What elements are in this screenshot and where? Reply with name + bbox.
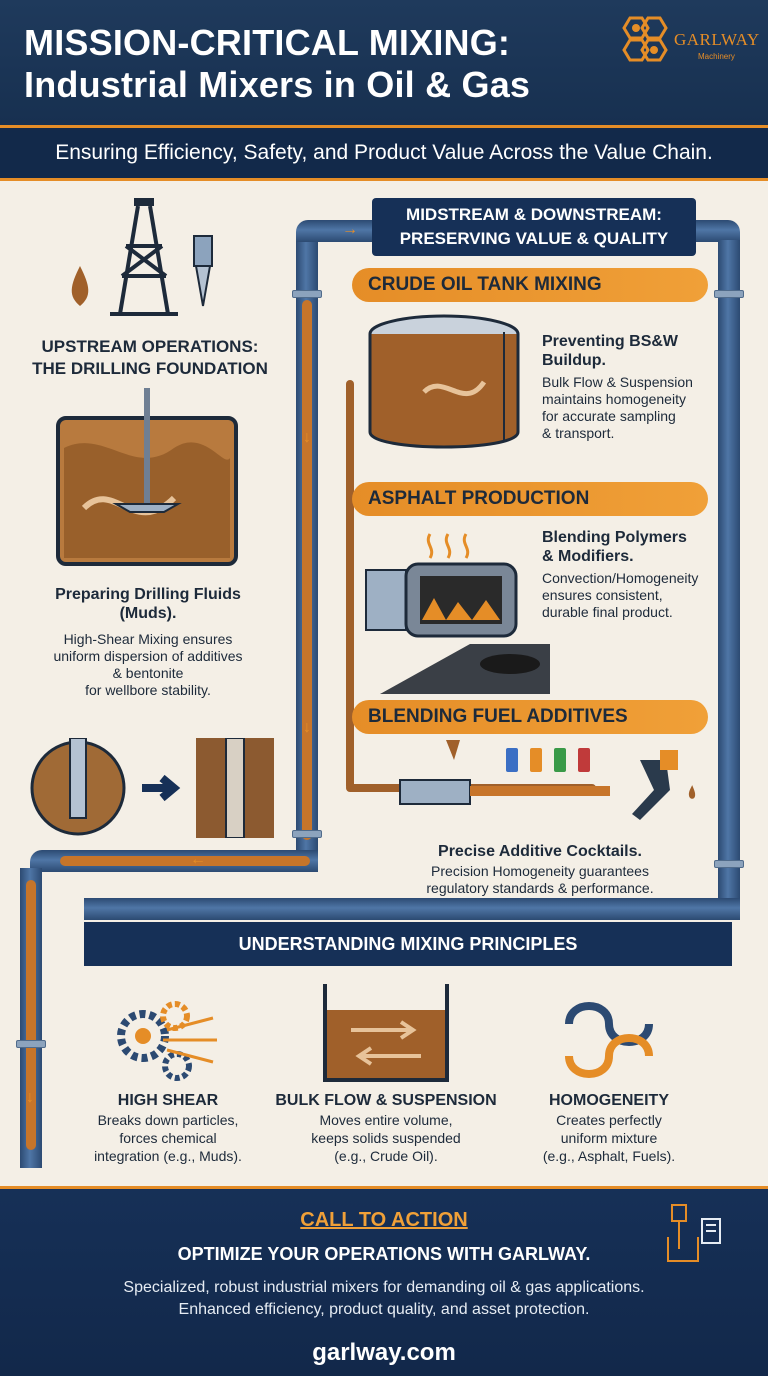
hexagon-gears-icon bbox=[622, 16, 668, 62]
block-text: uniform dispersion of additives bbox=[53, 648, 243, 664]
block-text: maintains homogeneity bbox=[542, 391, 686, 407]
fuel-additives-block: Precise Additive Cocktails. Precision Ho… bbox=[370, 842, 710, 897]
cta-body: Specialized, robust industrial mixers fo… bbox=[0, 1277, 768, 1321]
asphalt-drum-icon bbox=[365, 533, 550, 694]
pipe-joint bbox=[16, 1040, 46, 1048]
cta-title: CALL TO ACTION bbox=[300, 1209, 468, 1231]
page-title: MISSION-CRITICAL MIXING: Industrial Mixe… bbox=[24, 22, 604, 106]
block-text: & bentonite bbox=[112, 665, 184, 681]
block-text: Precision Homogeneity guarantees bbox=[431, 863, 649, 879]
pipe-right bbox=[718, 240, 740, 900]
oil-line-internal bbox=[346, 380, 354, 790]
bulk-flow-tank-icon bbox=[323, 984, 449, 1082]
principle-text: Moves entire volume, bbox=[319, 1112, 453, 1128]
block-text: regulatory standards & performance. bbox=[426, 880, 654, 896]
pipe-top-right bbox=[696, 220, 740, 242]
title-line-1: MISSION-CRITICAL MIXING: bbox=[24, 22, 511, 63]
block-text: Bulk Flow & Suspension bbox=[542, 374, 693, 390]
website-link[interactable]: garlway.com bbox=[312, 1339, 456, 1366]
header: MISSION-CRITICAL MIXING: Industrial Mixe… bbox=[0, 0, 768, 125]
block-title: Buildup. bbox=[542, 352, 606, 369]
block-text: for wellbore stability. bbox=[85, 682, 211, 698]
crude-oil-bar: CRUDE OIL TANK MIXING bbox=[352, 268, 708, 302]
drilling-rig-icon bbox=[71, 198, 213, 316]
pipe-joint bbox=[714, 290, 744, 298]
midstream-header-line-1: MIDSTREAM & DOWNSTREAM: bbox=[406, 205, 662, 224]
pipe-joint bbox=[292, 830, 322, 838]
block-title: Blending Polymers bbox=[542, 529, 687, 546]
principle-text: keeps solids suspended bbox=[311, 1130, 461, 1146]
principle-text: (e.g., Asphalt, Fuels). bbox=[542, 1148, 676, 1164]
fuel-nozzle-icon bbox=[399, 740, 696, 820]
block-text: ensures consistent, bbox=[542, 587, 663, 603]
block-text: durable final product. bbox=[542, 604, 673, 620]
arrow-down-icon: ↓ bbox=[26, 1089, 34, 1106]
logo: GARLWAY Machinery bbox=[614, 14, 759, 72]
crude-oil-block: Preventing BS&W Buildup. Bulk Flow & Sus… bbox=[542, 332, 722, 442]
principle-homogeneity: HOMOGENEITY Creates perfectly uniform mi… bbox=[514, 994, 704, 1165]
block-title: Preparing Drilling Fluids bbox=[55, 586, 241, 603]
block-text: Convection/Homogeneity bbox=[542, 570, 699, 586]
upstream-title: UPSTREAM OPERATIONS: THE DRILLING FOUNDA… bbox=[0, 336, 300, 380]
homogeneity-swirl-icon bbox=[565, 1002, 653, 1078]
cta-subtitle: OPTIMIZE YOUR OPERATIONS WITH GARLWAY. bbox=[177, 1244, 591, 1264]
principle-high-shear: HIGH SHEAR Breaks down particles, forces… bbox=[62, 1000, 274, 1165]
principle-text: (e.g., Crude Oil). bbox=[334, 1148, 438, 1164]
block-title: Preventing BS&W bbox=[542, 333, 679, 350]
arrow-right-icon: → bbox=[342, 221, 358, 238]
principle-bulk-flow: BULK FLOW & SUSPENSION Moves entire volu… bbox=[262, 980, 510, 1165]
subtitle-banner: Ensuring Efficiency, Safety, and Product… bbox=[0, 125, 768, 181]
storage-tank-icon bbox=[368, 314, 520, 449]
title-line-2: Industrial Mixers in Oil & Gas bbox=[24, 64, 531, 105]
principle-text: integration (e.g., Muds). bbox=[94, 1148, 242, 1164]
principle-title: HOMOGENEITY bbox=[548, 1092, 669, 1109]
principle-text: Creates perfectly bbox=[556, 1112, 662, 1128]
block-title: Precise Additive Cocktails. bbox=[438, 843, 642, 860]
principle-title: HIGH SHEAR bbox=[117, 1092, 219, 1109]
midstream-header: MIDSTREAM & DOWNSTREAM: PRESERVING VALUE… bbox=[372, 198, 696, 256]
principle-text: uniform mixture bbox=[560, 1130, 658, 1146]
fuel-additives-bar: BLENDING FUEL ADDITIVES bbox=[352, 700, 708, 734]
block-text: High-Shear Mixing ensures bbox=[63, 631, 233, 647]
arrow-down-icon: ↓ bbox=[303, 719, 311, 736]
principle-text: forces chemical bbox=[119, 1130, 217, 1146]
block-title: & Modifiers. bbox=[542, 548, 634, 565]
upstream-title-line-2: THE DRILLING FOUNDATION bbox=[32, 359, 268, 378]
logo-text: GARLWAY bbox=[674, 30, 760, 49]
midstream-header-line-2: PRESERVING VALUE & QUALITY bbox=[399, 229, 669, 248]
principles-bar: UNDERSTANDING MIXING PRINCIPLES bbox=[84, 922, 732, 966]
mixer-machine-icon bbox=[667, 1204, 721, 1262]
cta-body-line-2: Enhanced efficiency, product quality, an… bbox=[178, 1301, 590, 1318]
block-text: for accurate sampling bbox=[542, 408, 676, 424]
pipe-joint bbox=[292, 290, 322, 298]
cta-body-line-1: Specialized, robust industrial mixers fo… bbox=[123, 1279, 645, 1296]
asphalt-block: Blending Polymers & Modifiers. Convectio… bbox=[542, 528, 732, 621]
footer-cta: CALL TO ACTION OPTIMIZE YOUR OPERATIONS … bbox=[0, 1186, 768, 1376]
upstream-title-line-1: UPSTREAM OPERATIONS: bbox=[41, 337, 259, 356]
block-text: & transport. bbox=[542, 425, 615, 441]
oil-flow-mid bbox=[60, 856, 310, 866]
subtitle: Ensuring Efficiency, Safety, and Product… bbox=[55, 141, 713, 164]
asphalt-bar: ASPHALT PRODUCTION bbox=[352, 482, 708, 516]
principle-text: Breaks down particles, bbox=[97, 1112, 239, 1128]
arrow-down-icon: ↓ bbox=[303, 429, 311, 446]
pipe-joint bbox=[714, 860, 744, 868]
drilling-fluids-block: Preparing Drilling Fluids (Muds). High-S… bbox=[0, 585, 296, 699]
principle-title: BULK FLOW & SUSPENSION bbox=[275, 1092, 497, 1109]
arrow-left-icon: ← bbox=[190, 851, 206, 868]
wellbore-icon bbox=[30, 738, 274, 838]
pipe-top-left bbox=[296, 220, 372, 242]
logo-subtext: Machinery bbox=[698, 52, 735, 61]
mixing-tank-icon bbox=[56, 388, 238, 566]
oil-flow-center bbox=[302, 300, 312, 840]
oil-flow-left bbox=[26, 880, 36, 1150]
block-title: (Muds). bbox=[119, 605, 177, 622]
gears-shear-icon bbox=[117, 1001, 217, 1081]
pipe-bottom-right bbox=[84, 898, 740, 920]
